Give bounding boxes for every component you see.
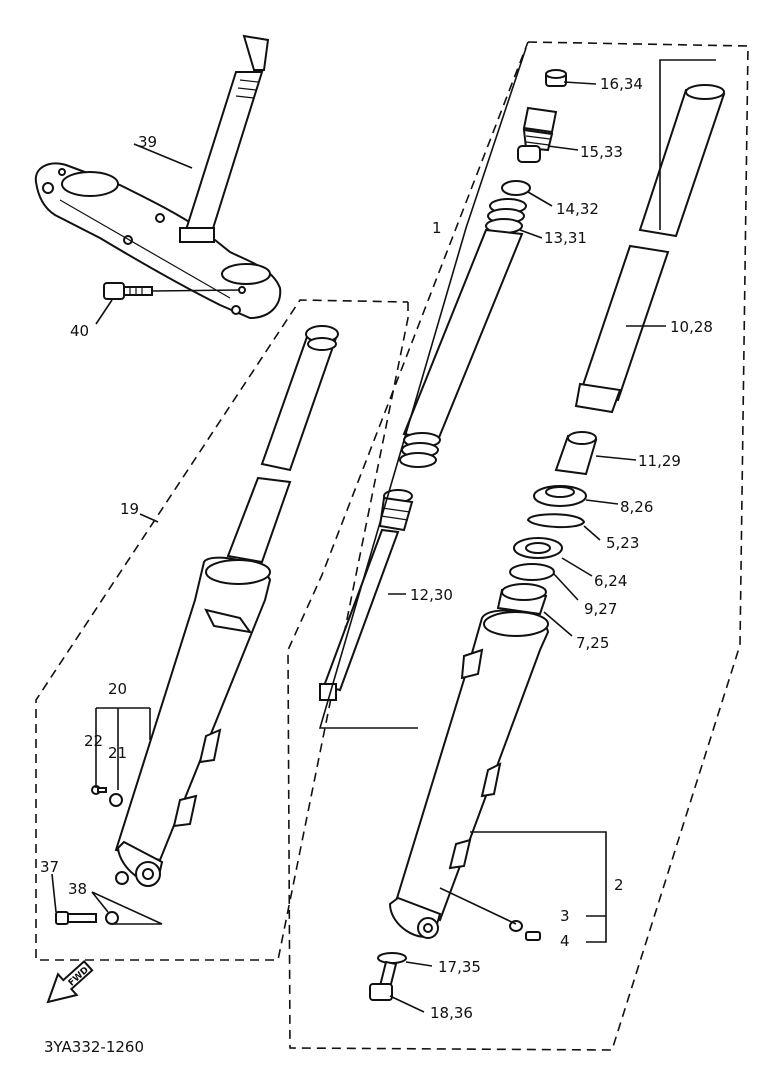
callout-13-31: 13,31 [544, 229, 587, 247]
callout-16-34: 16,34 [600, 75, 643, 93]
callout-3: 3 [560, 907, 570, 925]
callout-39: 39 [138, 133, 157, 151]
fork-spring-13-31 [399, 198, 527, 468]
callout-14-32: 14,32 [556, 200, 599, 218]
callout-5-23: 5,23 [606, 534, 639, 552]
left-fork-assembly [114, 325, 339, 887]
washer-17-35 [377, 952, 407, 964]
callout-8-26: 8,26 [620, 498, 653, 516]
damper-rod-12-30 [319, 489, 414, 701]
bolt-4 [525, 931, 541, 941]
washer-21 [109, 793, 123, 807]
callout-19: 19 [120, 500, 139, 518]
callout-15-33: 15,33 [580, 143, 623, 161]
dust-seal-8-26 [533, 485, 587, 507]
collar-11-29 [554, 431, 598, 476]
cap-16-34 [545, 69, 567, 87]
inner-tube-10-28 [574, 84, 726, 414]
callout-10-28: 10,28 [670, 318, 713, 336]
washer-9-27 [509, 563, 555, 581]
right-fork-group-outline [287, 41, 749, 1051]
callout-18-36: 18,36 [430, 1004, 473, 1022]
callout-9-27: 9,27 [584, 600, 617, 618]
bolt-37 [55, 911, 119, 925]
callout-11-29: 11,29 [638, 452, 681, 470]
callout-40: 40 [70, 322, 89, 340]
diagram-code: 3YA332-1260 [44, 1038, 144, 1056]
callout-17-35: 17,35 [438, 958, 481, 976]
steering-stem-bracket [34, 34, 282, 320]
callout-22: 22 [84, 732, 103, 750]
clip-5-23 [526, 513, 586, 529]
left-fork-group-outline [35, 299, 409, 961]
oil-seal-6-24 [513, 537, 563, 559]
screw-22 [91, 785, 107, 795]
callout-21: 21 [108, 744, 127, 762]
forward-arrow-icon: FWD [46, 959, 94, 1004]
callout-4: 4 [560, 932, 570, 950]
callout-7-25: 7,25 [576, 634, 609, 652]
callout-38: 38 [68, 880, 87, 898]
washer-14-32 [501, 180, 531, 196]
bushing-7-25 [496, 583, 548, 616]
callout-37: 37 [40, 858, 59, 876]
callout-2: 2 [614, 876, 624, 894]
callout-20: 20 [108, 680, 127, 698]
outer-tube-2 [388, 609, 550, 939]
washer-3 [509, 920, 523, 932]
callout-1: 1 [432, 219, 442, 237]
bolt-40 [103, 282, 241, 300]
callout-12-30: 12,30 [410, 586, 453, 604]
callout-6-24: 6,24 [594, 572, 627, 590]
cap-bolt-15-33 [517, 106, 558, 163]
bolt-18-36 [369, 960, 398, 1001]
